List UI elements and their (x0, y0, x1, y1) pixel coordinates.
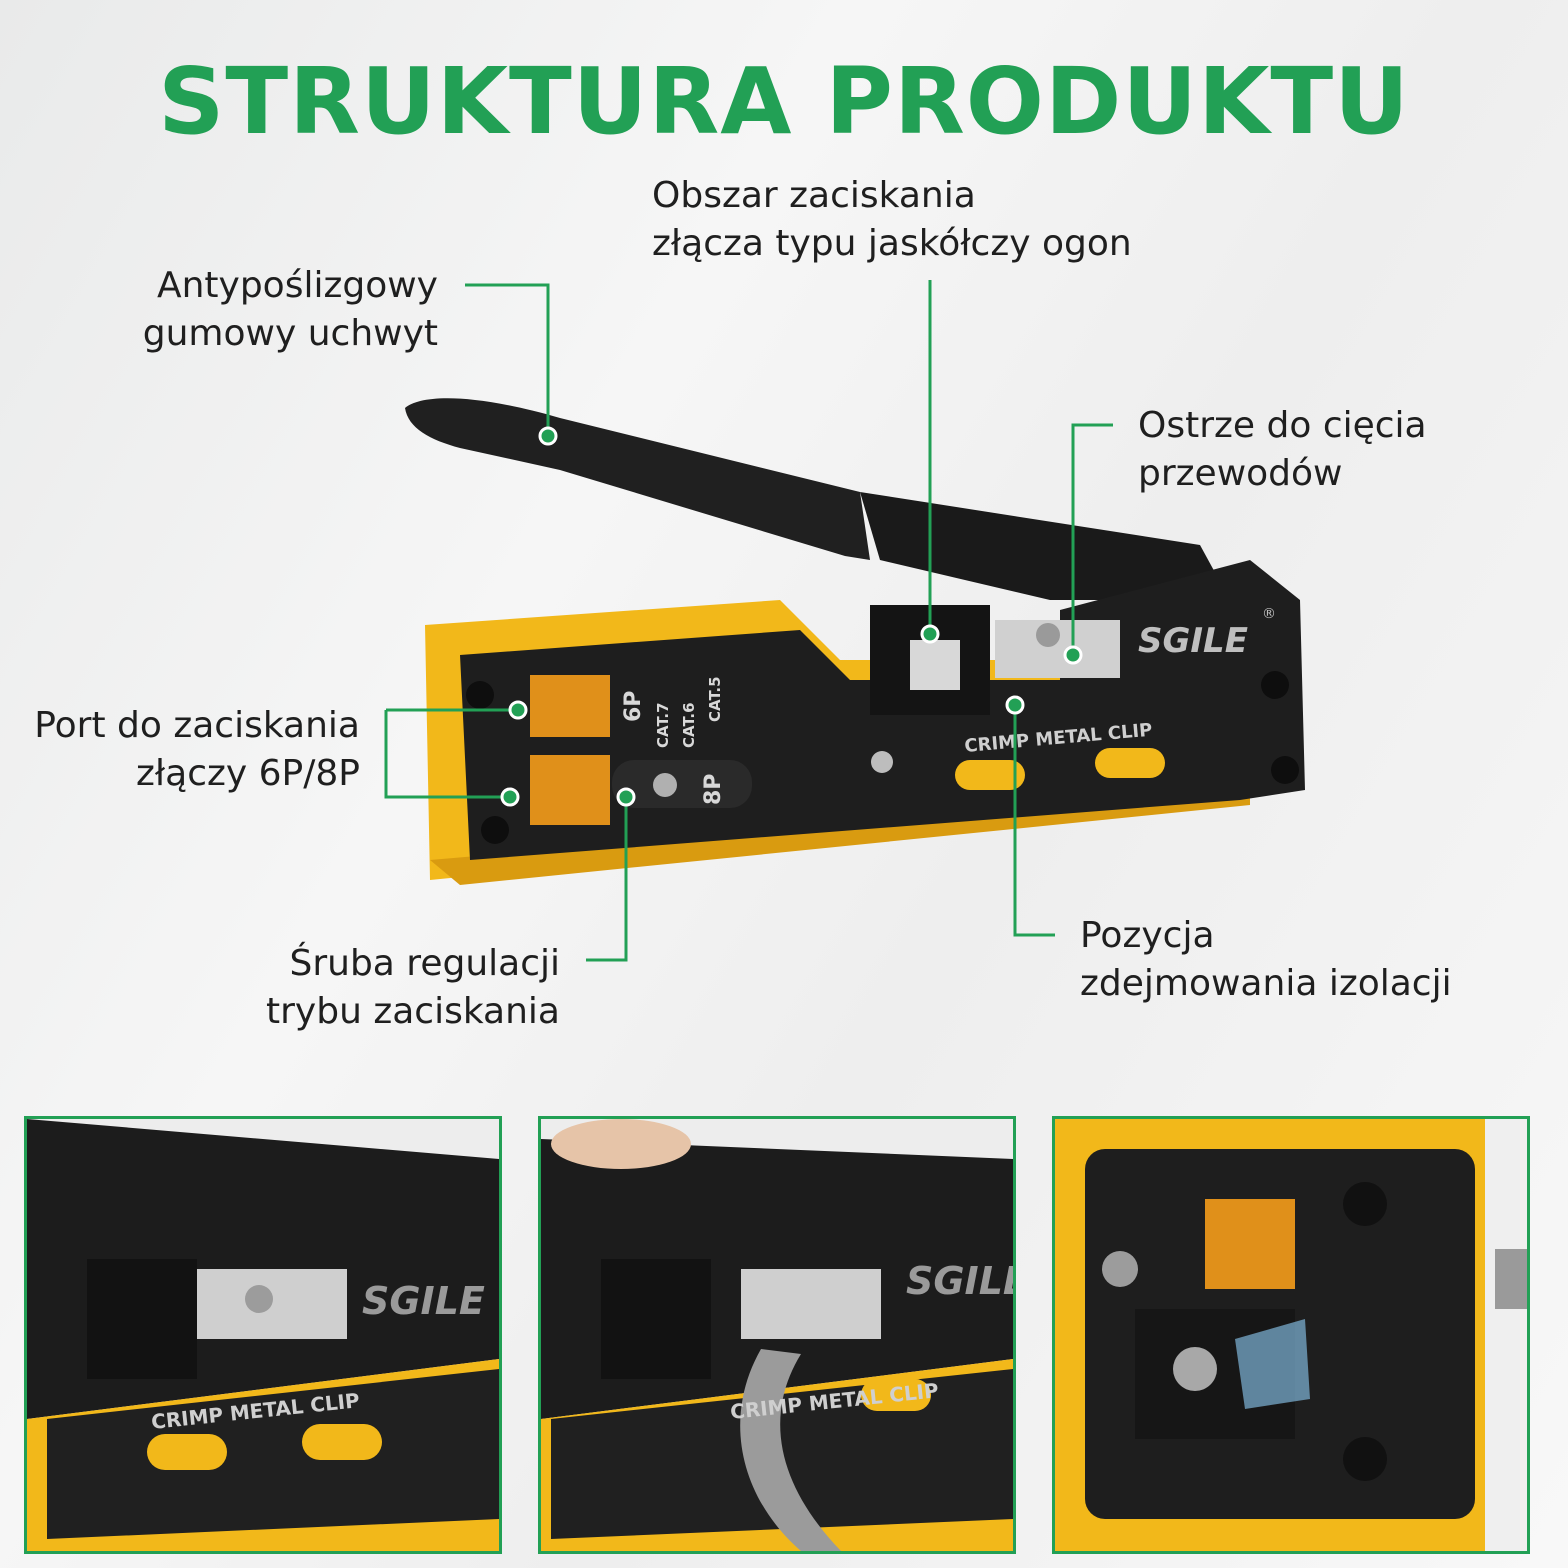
callout-grip: Antypoślizgowy gumowy uchwyt (142, 265, 438, 354)
cat7-label: CAT.7 (654, 702, 672, 748)
crimping-tool-illustration: SGILE ® CRIMP METAL CLIP 6P 8P CAT.7 CAT… (384, 280, 1305, 962)
callout-screw: Śruba regulacji trybu zaciskania (266, 943, 560, 1032)
callout-strip: Pozycja zdejmowania izolacji (1080, 915, 1452, 1004)
brand-logo-2: SGILE (906, 1259, 1013, 1303)
port-8p-label: 8P (701, 774, 726, 805)
brand-logo-1: SGILE (362, 1279, 485, 1323)
cat6-label: CAT.6 (680, 702, 698, 748)
callout-port: Port do zaciskania złączy 6P/8P (34, 705, 360, 794)
brand-logo: SGILE (1138, 621, 1248, 661)
detail-photo-blade: SGILE CRIMP METAL CLIP (24, 1116, 502, 1554)
detail-photo-strip: SGILE CRIMP METAL CLIP (538, 1116, 1016, 1554)
detail-photo-port (1052, 1116, 1530, 1554)
callout-blade: Ostrze do cięcia przewodów (1138, 405, 1427, 494)
port-6p-label: 6P (621, 691, 646, 722)
cat5-label: CAT.5 (706, 676, 724, 722)
page-title: STRUKTURA PRODUKTU (158, 48, 1410, 155)
callout-crimp-area: Obszar zaciskania złącza typu jaskółczy … (652, 175, 1132, 264)
registered-mark: ® (1262, 606, 1276, 622)
